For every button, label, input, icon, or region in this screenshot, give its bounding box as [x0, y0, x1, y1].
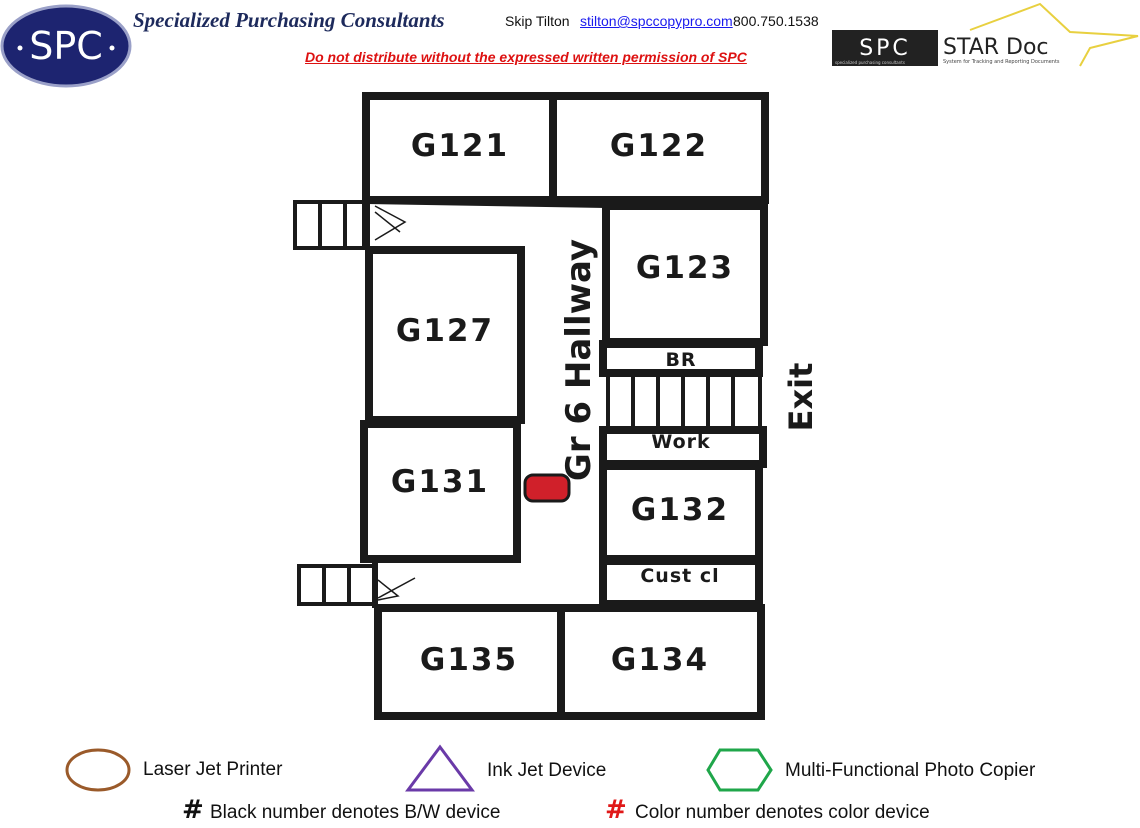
stairs-icon — [293, 200, 762, 606]
svg-text:Cust cl: Cust cl — [640, 565, 719, 587]
legend-bw: Black number denotes B/W device — [210, 802, 500, 823]
exit-label: Exit — [782, 363, 820, 432]
contact-name: Skip Tilton — [505, 13, 570, 29]
svg-text:specialized purchasing consult: specialized purchasing consultants — [835, 60, 905, 65]
hallway-label: Gr 6 Hallway — [559, 239, 599, 481]
svg-text:G135: G135 — [420, 642, 518, 678]
svg-text:G131: G131 — [391, 464, 489, 500]
room-g134-outline — [557, 604, 765, 720]
svg-text:G121: G121 — [411, 128, 509, 164]
color-hash-icon: # — [605, 795, 627, 825]
legend-laser: Laser Jet Printer — [143, 759, 283, 780]
svg-text:Work: Work — [651, 431, 710, 453]
company-name: Specialized Purchasing Consultants — [133, 8, 445, 32]
color-device-marker — [523, 473, 571, 503]
door-icon — [374, 205, 416, 601]
bw-hash-icon: # — [182, 795, 204, 825]
room-g122-outline — [549, 92, 769, 204]
contact-email-link[interactable]: stilton@spccopypro.com — [580, 13, 733, 29]
svg-text:System for Tracking and Report: System for Tracking and Reporting Docume… — [943, 59, 1060, 65]
star-doc-logo: SPC STAR Doc specialized purchasing cons… — [832, 2, 1139, 67]
svg-text:SPC: SPC — [29, 24, 103, 68]
spc-logo: SPC — [0, 4, 132, 88]
laser-printer-icon — [65, 748, 131, 792]
svg-text:STAR Doc: STAR Doc — [943, 35, 1049, 60]
ink-jet-icon — [405, 744, 475, 792]
svg-text:SPC: SPC — [859, 36, 911, 61]
room-g131-outline — [360, 420, 521, 563]
legend-mfp: Multi-Functional Photo Copier — [785, 760, 1036, 781]
legend-color: Color number denotes color device — [635, 802, 930, 823]
distribution-warning: Do not distribute without the expressed … — [305, 49, 747, 65]
svg-text:G123: G123 — [636, 250, 734, 286]
copier-icon — [706, 748, 773, 792]
svg-text:G127: G127 — [396, 313, 494, 349]
svg-text:G134: G134 — [611, 642, 709, 678]
contact-phone: 800.750.1538 — [733, 13, 819, 29]
legend-inkjet: Ink Jet Device — [487, 760, 606, 781]
svg-text:G122: G122 — [610, 128, 708, 164]
svg-text:BR: BR — [665, 349, 696, 371]
svg-text:G132: G132 — [631, 492, 729, 528]
